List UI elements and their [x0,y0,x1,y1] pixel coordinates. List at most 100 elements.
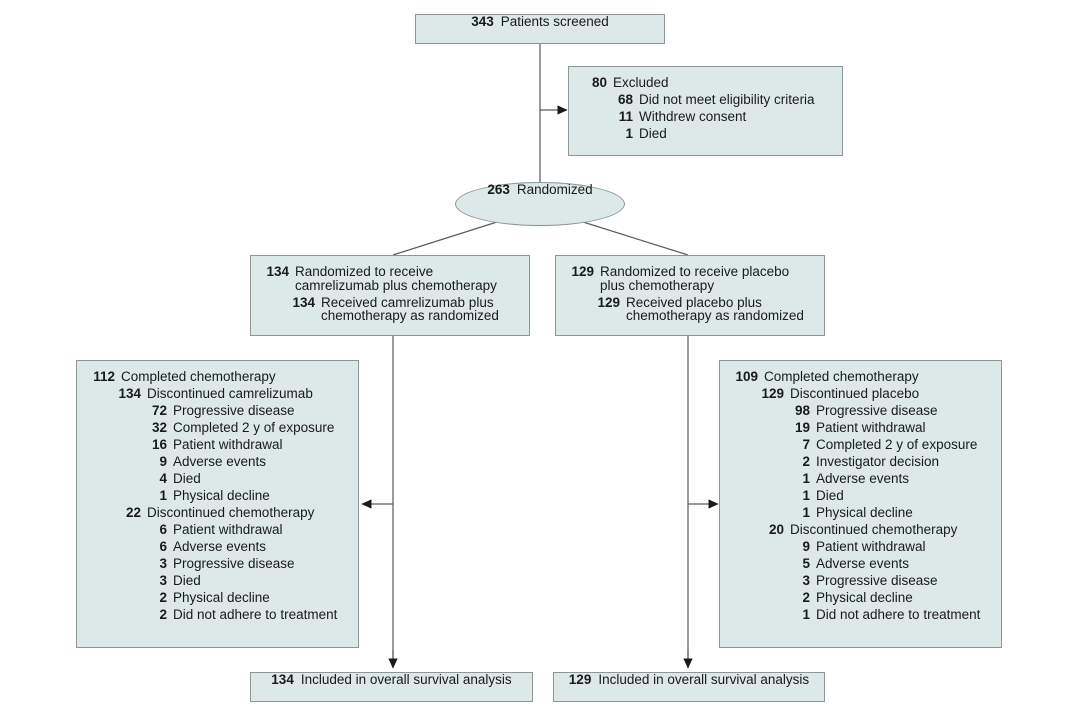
reason-count: 9 [802,539,810,554]
completed-chemo-count: 109 [735,369,758,384]
excluded-reason-count: 68 [617,92,633,107]
node-allocation-camrelizumab: 134 Randomized to receive camrelizumab p… [250,255,530,336]
reason-count: 6 [159,539,167,554]
reason-label: Physical decline [816,505,913,520]
allocation-label: Randomized to receive camrelizumab plus … [295,264,497,293]
reason-label: Progressive disease [816,573,938,588]
reason-label: Progressive disease [173,403,295,418]
reason-count: 3 [159,573,167,588]
reason-row: 2 Physical decline [728,591,991,605]
reason-count: 3 [159,556,167,571]
excluded-reason-label: Withdrew consent [639,109,747,124]
reason-count: 2 [159,607,167,622]
excluded-reason-label: Died [639,126,667,141]
reason-label: Adverse events [173,454,267,469]
discontinued-chemo-label: Discontinued chemotherapy [790,522,958,537]
discontinued-drug-count: 134 [118,386,141,401]
reason-count: 6 [159,522,167,537]
discontinued-chemo-count: 20 [768,522,784,537]
reason-row: 7 Completed 2 y of exposure [728,438,991,452]
reason-row: 98 Progressive disease [728,404,991,418]
reason-label: Did not adhere to treatment [816,607,981,622]
reason-count: 2 [159,590,167,605]
reason-count: 1 [802,607,810,622]
reason-label: Patient withdrawal [816,420,926,435]
reason-count: 4 [159,471,167,486]
reason-row: 2 Investigator decision [728,455,991,469]
completed-chemo-label: Completed chemotherapy [121,369,276,384]
node-randomized: 263 Randomized [455,182,625,226]
discontinued-drug-label: Discontinued placebo [790,386,920,401]
discontinued-chemo-row: 22 Discontinued chemotherapy [85,506,348,520]
reason-row: 5 Adverse events [728,557,991,571]
received-row: 129 Received placebo plus chemotherapy a… [564,294,814,323]
node-followup-camrelizumab: 112 Completed chemotherapy 134 Discontin… [76,360,359,648]
reason-row: 16 Patient withdrawal [85,438,348,452]
node-patients-screened: 343 Patients screened [415,14,665,44]
reason-row: 9 Patient withdrawal [728,540,991,554]
received-label: Received camrelizumab plus chemotherapy … [321,294,499,323]
reason-count: 9 [159,454,167,469]
reason-row: 1 Physical decline [728,506,991,520]
analysis-label: Included in overall survival analysis [598,672,810,687]
received-label: Received placebo plus chemotherapy as ra… [626,294,804,323]
reason-label: Died [173,573,201,588]
discontinued-drug-count: 129 [761,386,784,401]
reason-row: 2 Did not adhere to treatment [85,608,348,622]
excluded-reason-count: 11 [618,109,633,124]
analysis-label: Included in overall survival analysis [300,672,512,687]
discontinued-chemo-label: Discontinued chemotherapy [147,505,315,520]
allocation-count: 134 [266,264,289,279]
reason-count: 7 [802,437,810,452]
reason-count: 19 [794,420,810,435]
reason-row: 1 Did not adhere to treatment [728,608,991,622]
reason-label: Completed 2 y of exposure [816,437,978,452]
reason-row: 1 Died [728,489,991,503]
reason-row: 3 Died [85,574,348,588]
reason-label: Adverse events [816,556,910,571]
allocation-count: 129 [571,264,594,279]
allocation-row: 134 Randomized to receive camrelizumab p… [259,265,519,292]
reason-count: 1 [802,488,810,503]
reason-label: Adverse events [173,539,267,554]
randomized-label: Randomized [516,182,593,197]
excluded-label: Excluded [613,75,669,90]
reason-row: 72 Progressive disease [85,404,348,418]
discontinued-chemo-count: 22 [125,505,141,520]
completed-chemo-row: 109 Completed chemotherapy [728,370,991,384]
reason-row: 3 Progressive disease [85,557,348,571]
reason-label: Physical decline [816,590,913,605]
reason-label: Progressive disease [173,556,295,571]
completed-chemo-row: 112 Completed chemotherapy [85,370,348,384]
allocation-label: Randomized to receive placebo plus chemo… [600,264,790,293]
node-excluded: 80 Excluded 68 Did not meet eligibility … [568,66,843,156]
reason-row: 1 Adverse events [728,472,991,486]
reason-count: 5 [802,556,810,571]
discontinued-drug-label: Discontinued camrelizumab [147,386,313,401]
reason-row: 2 Physical decline [85,591,348,605]
reason-row: 32 Completed 2 y of exposure [85,421,348,435]
reason-count: 2 [802,590,810,605]
received-row: 134 Received camrelizumab plus chemother… [259,294,519,323]
excluded-total-row: 80 Excluded [577,76,832,90]
reason-label: Died [173,471,201,486]
reason-label: Patient withdrawal [816,539,926,554]
screened-count: 343 [471,14,494,29]
reason-count: 1 [802,505,810,520]
node-analysis-placebo: 129 Included in overall survival analysi… [553,672,825,702]
reason-count: 32 [151,420,167,435]
analysis-count: 129 [568,672,592,687]
reason-count: 1 [159,488,167,503]
reason-label: Adverse events [816,471,910,486]
discontinued-drug-row: 129 Discontinued placebo [728,387,991,401]
reason-count: 1 [802,471,810,486]
excluded-reason-row: 11 Withdrew consent [577,110,832,124]
reason-label: Physical decline [173,488,270,503]
reason-count: 3 [802,573,810,588]
reason-count: 98 [794,403,810,418]
reason-label: Physical decline [173,590,270,605]
analysis-count: 134 [271,672,294,687]
reason-row: 6 Patient withdrawal [85,523,348,537]
reason-row: 6 Adverse events [85,540,348,554]
